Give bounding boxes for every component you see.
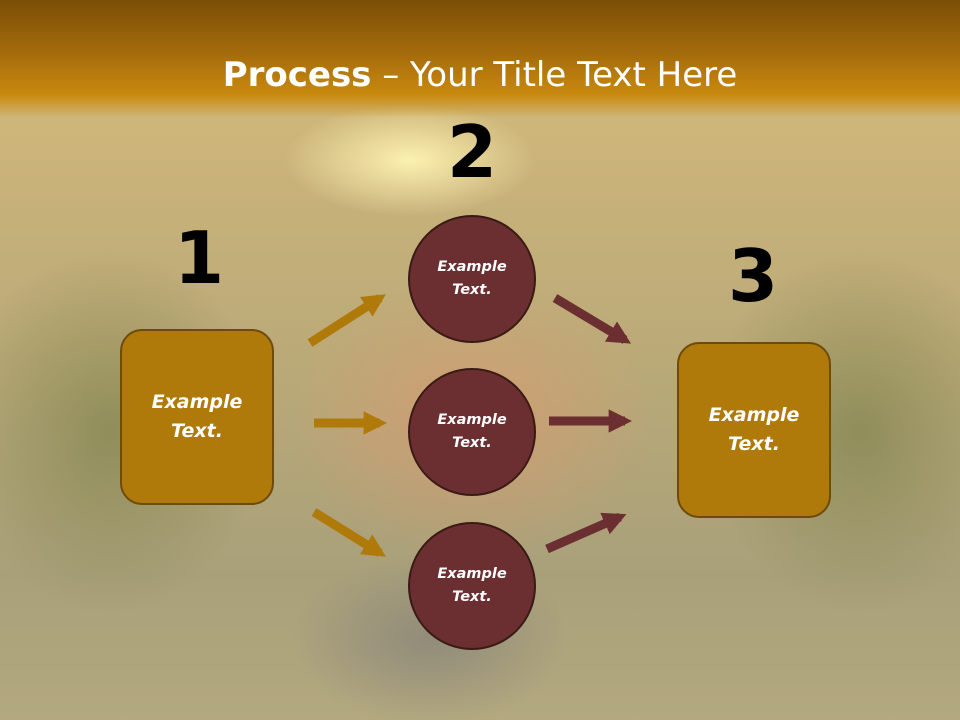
circle-top-label: Example Text. bbox=[437, 259, 507, 298]
slide-title: Process – Your Title Text Here bbox=[0, 52, 960, 98]
step-1-label: Example Text. bbox=[151, 391, 243, 442]
step-3-box: Example Text. bbox=[677, 342, 831, 518]
title-bar bbox=[0, 0, 960, 118]
step-number-2: 2 bbox=[446, 110, 498, 194]
arrow-2-bottom-to-3 bbox=[545, 512, 627, 554]
step-2-circle-bottom: Example Text. bbox=[408, 522, 536, 650]
title-bold: Process bbox=[222, 55, 372, 95]
step-1-box: Example Text. bbox=[120, 329, 274, 505]
title-rest: – Your Title Text Here bbox=[371, 55, 738, 95]
step-2-circle-middle: Example Text. bbox=[408, 368, 536, 496]
arrow-1-to-2-top bbox=[307, 294, 386, 347]
step-number-1: 1 bbox=[173, 216, 225, 300]
step-number-3: 3 bbox=[727, 234, 779, 318]
circle-bottom-label: Example Text. bbox=[437, 566, 507, 605]
step-2-circle-top: Example Text. bbox=[408, 215, 536, 343]
arrow-2-top-to-3 bbox=[552, 294, 632, 344]
step-3-label: Example Text. bbox=[708, 404, 800, 455]
arrow-1-to-2-bottom bbox=[311, 508, 386, 557]
circle-middle-label: Example Text. bbox=[437, 412, 507, 451]
